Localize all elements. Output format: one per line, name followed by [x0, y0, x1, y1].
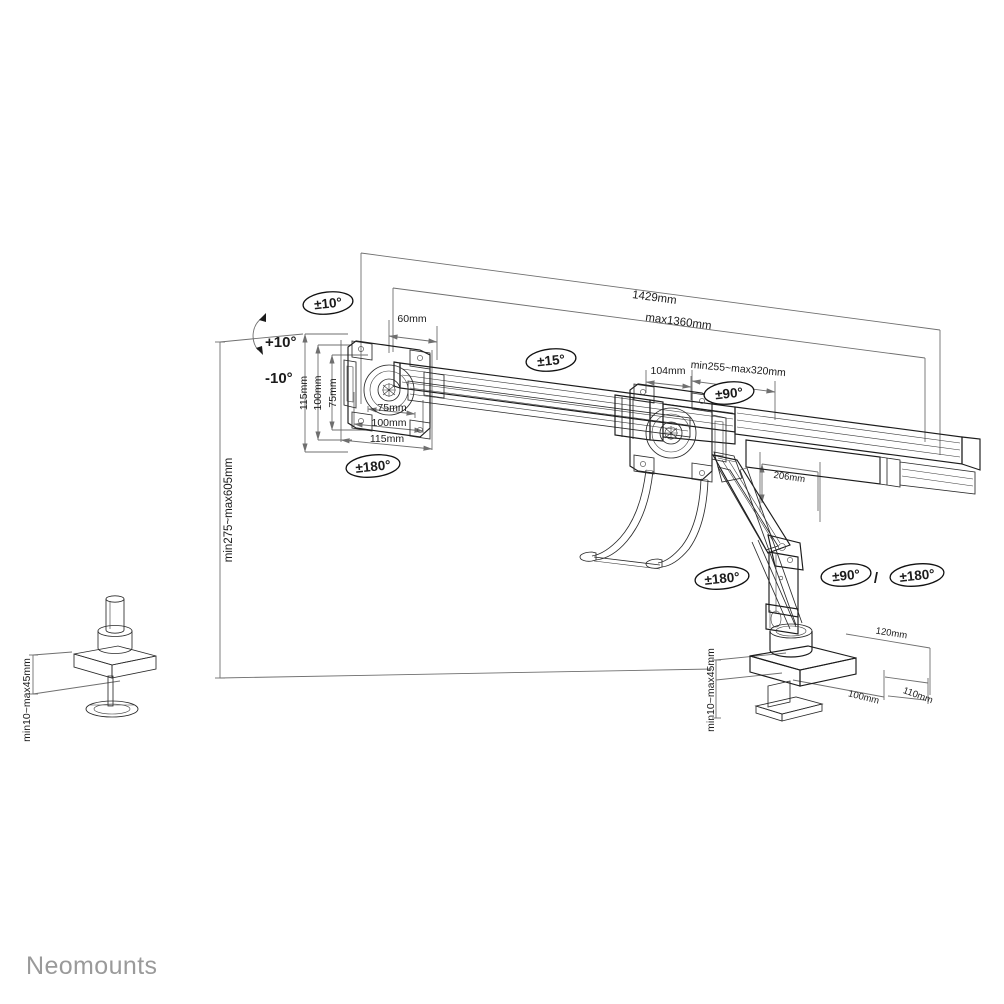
rail-left-inner: [407, 380, 691, 438]
dimension-framework: [29, 252, 941, 719]
badge-pm90-head: ±90°: [703, 381, 755, 405]
dim-overall-1360: [392, 287, 926, 442]
support-legs: [579, 469, 709, 570]
badge-pm90-base-text: ±90°: [831, 567, 860, 585]
label-115mm-v: 115mm: [298, 376, 310, 410]
rail-right-inner: [899, 461, 976, 495]
badge-pm180-base-text: ±180°: [899, 566, 936, 585]
label-clamp-main: min10~max45mm: [705, 648, 717, 732]
label-100mm-h: 100mm: [371, 417, 406, 429]
dim-offset-104: [645, 370, 692, 400]
dimension-text-group: 1429mm max1360mm min275~max605mm 60mm 11…: [21, 289, 934, 742]
label-minus10: -10°: [265, 370, 293, 387]
rail-panel-b: [745, 439, 901, 488]
quick-release-center: [711, 414, 727, 463]
grommet-clamp-detail: [73, 595, 157, 718]
badge-pm180-mid-text: ±180°: [704, 569, 741, 588]
badge-pm10: ±10°: [302, 291, 354, 315]
dim-pole-206: [759, 452, 821, 522]
badge-pm10-text: ±10°: [313, 295, 342, 313]
dim-offset-60: [388, 320, 438, 360]
label-height-range: min275~max605mm: [223, 458, 235, 563]
angle-badge-group: ±10° +10° -10° ±180° ±15° ±90°: [265, 291, 945, 590]
rail-right-segment: [734, 406, 963, 465]
label-104mm: 104mm: [650, 365, 685, 377]
dim-height-range: [215, 333, 713, 679]
label-206mm: 206mm: [773, 470, 806, 485]
badge-pm90-base: ±90°: [820, 563, 872, 587]
arm-elbow: [767, 534, 804, 571]
badge-pm180-left: ±180°: [345, 454, 401, 478]
badge-pm15-text: ±15°: [536, 352, 565, 370]
tilt-arc-indicator: [252, 313, 266, 355]
badge-pm15: ±15°: [525, 348, 577, 372]
brand-logo: Neomounts: [26, 952, 158, 980]
label-100mm-v: 100mm: [312, 375, 324, 410]
crossbar-rail-assembly: [393, 361, 981, 495]
badge-pm90-head-text: ±90°: [714, 385, 743, 403]
label-110mm-clamp: 110mm: [901, 685, 934, 706]
badge-pm180-mid: ±180°: [694, 566, 750, 590]
label-100mm-clamp: 100mm: [847, 688, 880, 706]
desk-clamp-main: [749, 623, 857, 722]
label-120mm: 120mm: [875, 626, 908, 642]
label-115mm-h: 115mm: [370, 433, 404, 445]
label-clamp-detail: min10~max45mm: [21, 658, 33, 742]
label-1429: 1429mm: [631, 289, 677, 307]
gas-spring-arm: [711, 454, 804, 635]
label-plus10: +10°: [265, 334, 296, 351]
badge-pm180-left-text: ±180°: [355, 457, 392, 476]
label-max1360: max1360mm: [645, 312, 712, 333]
dim-clamp-detail: [29, 651, 121, 695]
monitor-head-left: [343, 340, 445, 440]
label-75mm-v: 75mm: [327, 378, 339, 407]
crossbar-mid-joint: [614, 394, 664, 442]
label-75mm-h: 75mm: [377, 402, 406, 414]
label-255-320: min255~max320mm: [690, 359, 786, 379]
label-60mm: 60mm: [397, 313, 426, 325]
badge-pm180-base: ±180°: [889, 563, 945, 587]
dim-clamp: [712, 633, 931, 719]
dim-vesa-vertical: [302, 333, 368, 453]
quick-release-left: [343, 359, 357, 409]
center-head-tilt-link: [713, 451, 743, 483]
rail-end-cap: [961, 436, 981, 471]
badge-separator: /: [874, 570, 879, 587]
